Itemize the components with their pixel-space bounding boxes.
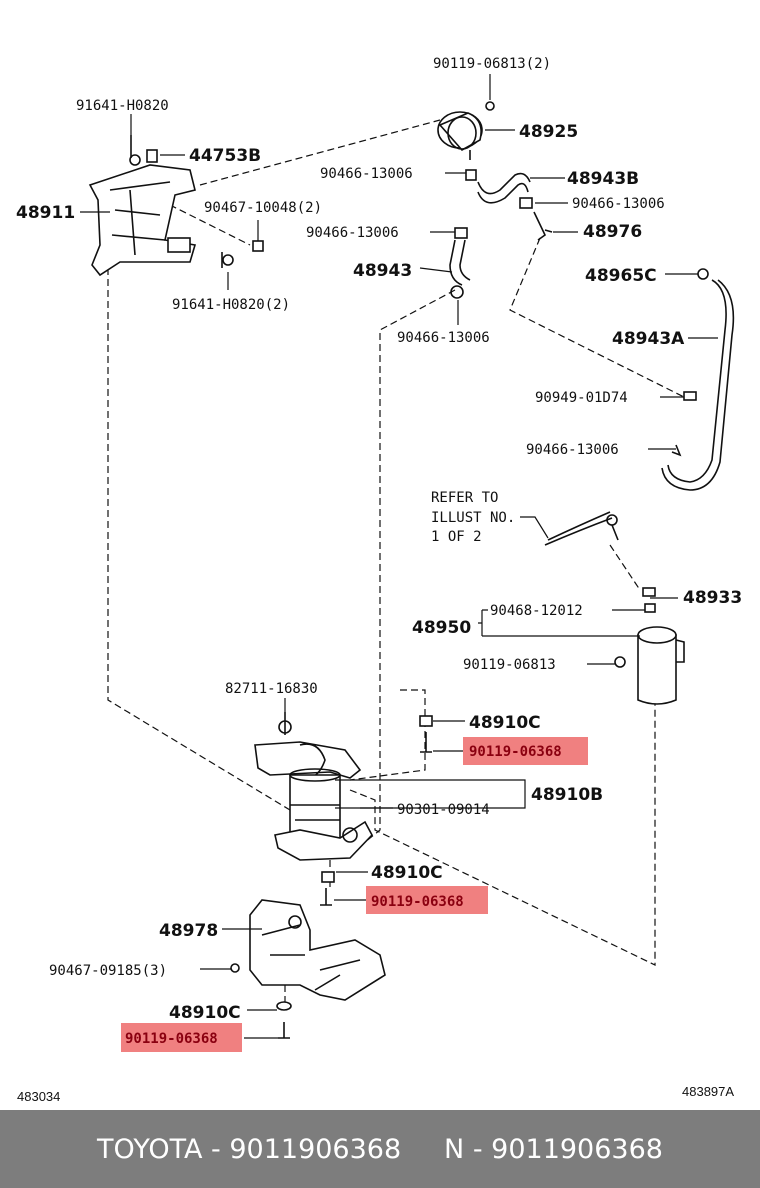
- label-highlight-90119-06368-1: 90119-06368: [469, 744, 562, 760]
- label-refer-line-3: 1 OF 2: [431, 529, 482, 545]
- label-90466-13006-c: 90466-13006: [306, 225, 399, 241]
- label-90466-13006-b: 90466-13006: [572, 196, 665, 212]
- label-48910c-a: 48910C: [469, 713, 541, 733]
- label-48965c: 48965C: [585, 266, 657, 286]
- label-90949-01d74: 90949-01D74: [535, 390, 628, 406]
- diagram-code-left: 483034: [17, 1089, 60, 1104]
- highlight-box-2: [366, 886, 488, 914]
- pump-assembly-48910B: [254, 712, 433, 906]
- label-48910c-b: 48910C: [371, 863, 443, 883]
- parts-diagram: 90119-06813(2) 91641-H0820 48925 44753B …: [16, 56, 742, 1104]
- label-48910c-c: 48910C: [169, 1003, 241, 1023]
- label-48943b: 48943B: [567, 169, 639, 189]
- canister-48925: [437, 101, 495, 160]
- footer-part-number-text: TOYOTA - 9011906368 N - 9011906368: [97, 1133, 663, 1165]
- label-48950: 48950: [412, 618, 471, 638]
- label-90467-10048: 90467-10048(2): [204, 200, 322, 216]
- label-48911: 48911: [16, 203, 75, 223]
- part-labels: 90119-06813(2) 91641-H0820 48925 44753B …: [16, 56, 742, 1104]
- footer-bar: TOYOTA - 9011906368 N - 9011906368: [0, 1110, 760, 1188]
- refer-pipe: [520, 511, 619, 546]
- label-91641-h0820-2: 91641-H0820(2): [172, 297, 290, 313]
- label-90466-13006-e: 90466-13006: [526, 442, 619, 458]
- bracket-48978: [230, 899, 386, 1039]
- label-90466-13006-a: 90466-13006: [320, 166, 413, 182]
- bracket-48911: [88, 135, 264, 277]
- label-48943a: 48943A: [612, 329, 685, 349]
- label-44753b: 44753B: [189, 146, 261, 166]
- hoses-upper: [449, 169, 553, 299]
- label-90119-06813: 90119-06813: [463, 657, 556, 673]
- label-highlight-90119-06368-2: 90119-06368: [371, 894, 464, 910]
- label-48910b: 48910B: [531, 785, 603, 805]
- label-90119-06813-2: 90119-06813(2): [433, 56, 551, 72]
- label-91641-h0820: 91641-H0820: [76, 98, 169, 114]
- label-48978: 48978: [159, 921, 218, 941]
- diagram-code-right: 483897A: [682, 1084, 734, 1099]
- label-48933: 48933: [683, 588, 742, 608]
- label-90466-13006-d: 90466-13006: [397, 330, 490, 346]
- dashed-connectors: [107, 119, 691, 1010]
- label-48943: 48943: [353, 261, 412, 281]
- label-refer-line-2: ILLUST NO.: [431, 510, 515, 526]
- label-48925: 48925: [519, 122, 578, 142]
- filter-48950: [614, 587, 685, 705]
- hose-48943A: [661, 268, 735, 491]
- label-90301-09014: 90301-09014: [397, 802, 490, 818]
- leader-lines: [80, 74, 718, 1039]
- highlight-box-3: [121, 1023, 242, 1052]
- label-refer-line-1: REFER TO: [431, 490, 498, 506]
- label-82711-16830: 82711-16830: [225, 681, 318, 697]
- label-48976: 48976: [583, 222, 642, 242]
- label-highlight-90119-06368-3: 90119-06368: [125, 1031, 218, 1047]
- label-90468-12012: 90468-12012: [490, 603, 583, 619]
- highlight-box-1: [463, 737, 588, 765]
- label-90467-09185-3: 90467-09185(3): [49, 963, 167, 979]
